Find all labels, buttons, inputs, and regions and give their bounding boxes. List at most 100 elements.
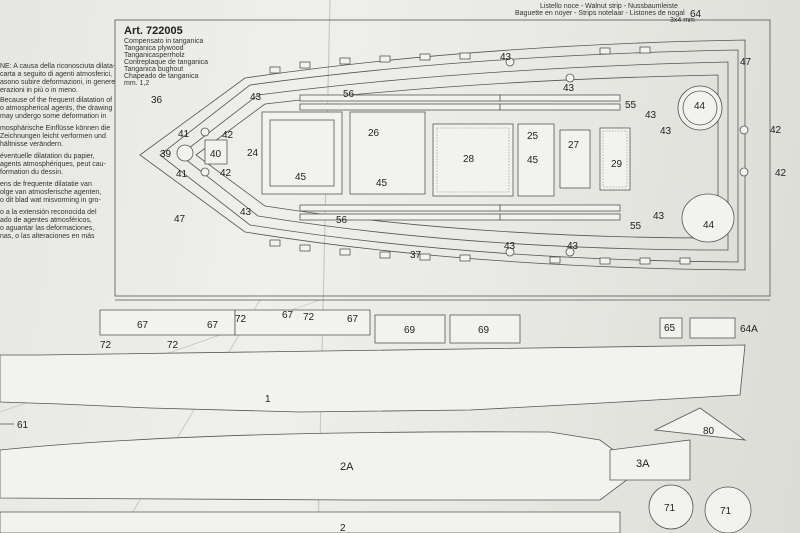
deformation-notes: NE: A causa della riconosciuta dilata- c… [0, 63, 116, 240]
svg-text:67: 67 [282, 310, 294, 321]
svg-text:44: 44 [703, 220, 715, 231]
svg-text:26: 26 [368, 128, 380, 139]
part-25-panel [517, 123, 555, 197]
svg-text:1: 1 [265, 394, 271, 405]
svg-text:40: 40 [210, 149, 222, 160]
svg-text:43: 43 [250, 92, 262, 103]
part-24-panel [261, 111, 343, 195]
part-80 [653, 407, 747, 441]
svg-text:64A: 64A [740, 324, 758, 335]
svg-text:mosphärische Einflüsse können: mosphärische Einflüsse können die [0, 125, 110, 132]
part-44-bottom [681, 193, 735, 243]
svg-text:Contreplaque de tanganica: Contreplaque de tanganica [124, 59, 208, 66]
svg-text:72: 72 [167, 340, 179, 351]
svg-text:olge van atmosferische agenten: olge van atmosferische agenten, [0, 189, 101, 196]
svg-text:65: 65 [664, 323, 676, 334]
svg-text:72: 72 [303, 312, 315, 323]
svg-text:mm. 1,2: mm. 1,2 [124, 80, 149, 87]
svg-text:72: 72 [235, 314, 247, 325]
svg-text:43: 43 [504, 241, 516, 252]
svg-text:Tanganica plywood: Tanganica plywood [124, 45, 184, 52]
svg-text:27: 27 [568, 140, 580, 151]
svg-text:asono subire deformazioni, in: asono subire deformazioni, in genere [0, 79, 115, 86]
svg-text:45: 45 [295, 172, 307, 183]
svg-text:67: 67 [347, 314, 359, 325]
svg-text:43: 43 [567, 241, 579, 252]
svg-text:80: 80 [703, 426, 715, 437]
svg-text:ado de agentes atmosféricos,: ado de agentes atmosféricos, [0, 217, 92, 224]
svg-text:erazioni in più o in meno.: erazioni in più o in meno. [0, 87, 78, 94]
svg-text:42: 42 [222, 130, 234, 141]
svg-text:Zeichnungen leicht verformen u: Zeichnungen leicht verformen und [0, 133, 106, 140]
svg-text:69: 69 [478, 325, 490, 336]
part-71b [704, 486, 752, 533]
svg-text:hältnisse verändern.: hältnisse verändern. [0, 141, 63, 148]
svg-text:carta a seguito di agenti atmo: carta a seguito di agenti atmosferici, [0, 71, 112, 78]
grating-28 [432, 123, 514, 197]
svg-text:64: 64 [690, 9, 702, 20]
svg-text:Chapeado de tanganica: Chapeado de tanganica [124, 73, 198, 80]
svg-text:o atmospherical agents, the dr: o atmospherical agents, the drawing [0, 105, 113, 112]
svg-text:44: 44 [694, 101, 706, 112]
article-number: Art. 722005 [124, 25, 183, 37]
svg-text:29: 29 [611, 159, 623, 170]
part-1 [0, 344, 746, 413]
grating-29 [599, 127, 631, 191]
svg-text:45: 45 [527, 155, 539, 166]
part-71a [648, 484, 694, 530]
part-labels: 36 43 47 43 56 43 55 44 43 41 42 26 25 2… [151, 52, 787, 261]
svg-text:43: 43 [653, 211, 665, 222]
svg-text:o aguantar las deformaciones,: o aguantar las deformaciones, [0, 225, 94, 232]
part-44-top [677, 85, 723, 131]
plywood-frame [114, 19, 771, 297]
svg-text:45: 45 [376, 178, 388, 189]
svg-text:formation du dessin.: formation du dessin. [0, 169, 63, 176]
svg-text:47: 47 [174, 214, 186, 225]
svg-text:Listello noce - Walnut strip -: Listello noce - Walnut strip - Nussbauml… [540, 3, 678, 10]
strip-groups [299, 94, 621, 221]
svg-text:61: 61 [17, 420, 29, 431]
svg-text:55: 55 [625, 100, 637, 111]
svg-text:Tanganicasperrholz: Tanganicasperrholz [124, 52, 185, 59]
svg-text:36: 36 [151, 95, 163, 106]
svg-text:37: 37 [410, 250, 422, 261]
svg-text:55: 55 [630, 221, 642, 232]
svg-text:o a la extensión reconocida de: o a la extensión reconocida del [0, 209, 97, 216]
svg-text:ens de frequente dilatatie van: ens de frequente dilatatie van [0, 181, 92, 188]
svg-text:43: 43 [240, 207, 252, 218]
svg-text:56: 56 [336, 215, 348, 226]
svg-text:25: 25 [527, 131, 539, 142]
svg-text:28: 28 [463, 154, 475, 165]
svg-text:71: 71 [664, 503, 676, 514]
svg-text:agents atmosphériques, peut ca: agents atmosphériques, peut cau- [0, 161, 107, 168]
part-3A [609, 439, 691, 481]
svg-text:47: 47 [740, 57, 752, 68]
svg-text:Because of the frequent dilata: Because of the frequent dilatation of [0, 97, 112, 104]
svg-text:2A: 2A [340, 461, 354, 473]
svg-text:42: 42 [775, 168, 787, 179]
svg-text:67: 67 [207, 320, 219, 331]
part-2A [0, 431, 641, 501]
svg-text:41: 41 [178, 129, 190, 140]
svg-text:42: 42 [770, 125, 782, 136]
svg-text:3A: 3A [636, 458, 650, 470]
svg-text:41: 41 [176, 169, 188, 180]
svg-text:43: 43 [500, 52, 512, 63]
svg-text:3x4 mm: 3x4 mm [670, 17, 695, 24]
svg-text:69: 69 [404, 325, 416, 336]
svg-text:43: 43 [660, 126, 672, 137]
svg-text:NE: A causa della riconosciuta: NE: A causa della riconosciuta dilata- [0, 63, 116, 70]
svg-text:nas, o las alteraciones en más: nas, o las alteraciones en más [0, 233, 95, 240]
part-27-panel [559, 129, 591, 189]
svg-text:71: 71 [720, 506, 732, 517]
svg-text:67: 67 [137, 320, 149, 331]
svg-text:43: 43 [645, 110, 657, 121]
svg-text:72: 72 [100, 340, 112, 351]
svg-text:43: 43 [563, 83, 575, 94]
rim-blocks [269, 46, 691, 265]
svg-text:24: 24 [247, 148, 259, 159]
svg-text:42: 42 [220, 168, 232, 179]
part-39 [176, 144, 194, 162]
